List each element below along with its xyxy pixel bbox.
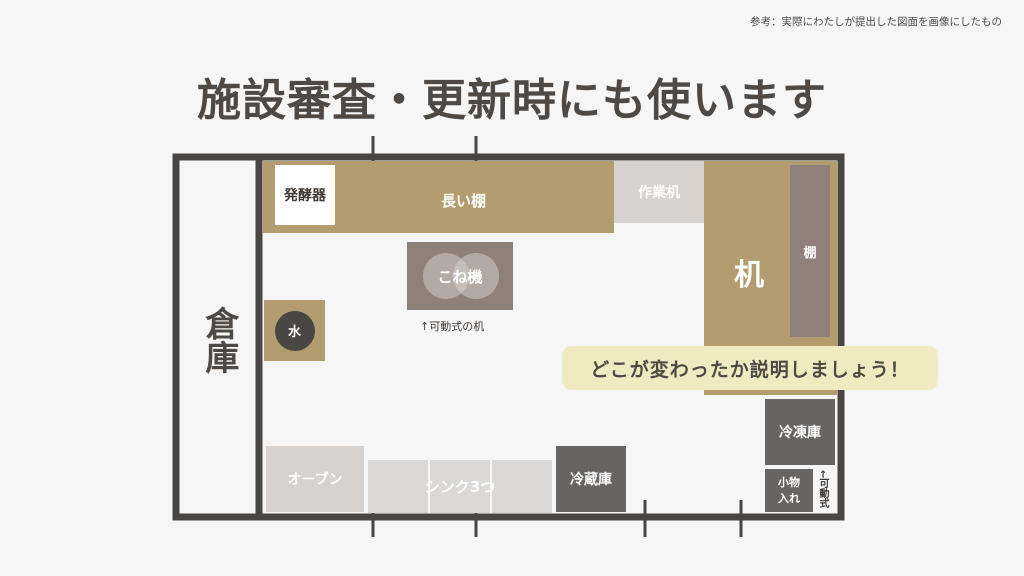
- desk-label: 机: [734, 258, 764, 293]
- oven: オーブン: [266, 446, 364, 512]
- mixer: こね機: [407, 242, 513, 310]
- movable-desk-note: ↑可動式の机: [420, 320, 485, 333]
- small-items-box: 小物入れ: [765, 469, 813, 512]
- storage-label: 倉庫: [198, 306, 239, 374]
- small-items-label: 小物入れ: [778, 476, 800, 505]
- water-basin: 水: [274, 310, 315, 351]
- sink-3: [492, 460, 552, 513]
- work-desk: 作業机: [614, 161, 704, 223]
- mixer-bowl-left: [423, 253, 469, 299]
- page-title: 施設審査・更新時にも使います: [197, 75, 827, 126]
- fermenter-label: 発酵器: [284, 188, 326, 204]
- work-desk-label: 作業机: [638, 185, 680, 201]
- oven-label: オーブン: [287, 472, 343, 488]
- sink-1: [368, 460, 428, 513]
- freezer-label: 冷凍庫: [779, 425, 821, 441]
- sink-2: [430, 460, 490, 513]
- callout-bubble: どこが変わったか説明しましょう！: [562, 346, 938, 390]
- water-label: 水: [287, 325, 301, 340]
- fridge: 冷蔵庫: [556, 446, 626, 512]
- fermenter: 発酵器: [275, 165, 335, 225]
- shelf-label: 棚: [803, 245, 817, 261]
- long-shelf-label: 長い棚: [440, 191, 486, 210]
- callout-text: どこが変わったか説明しましょう！: [590, 358, 910, 381]
- movable-side-note: ←可動式: [817, 470, 828, 509]
- fridge-label: 冷蔵庫: [570, 472, 612, 488]
- water-station: 水: [264, 300, 325, 361]
- sink-label: シンク3つ: [424, 478, 496, 496]
- freezer: 冷凍庫: [765, 399, 835, 465]
- mixer-bowl-right: [453, 253, 499, 299]
- storage-room-label: 倉庫: [180, 300, 256, 380]
- reference-note: 参考：実際にわたしが提出した図面を画像にしたもの: [750, 16, 1002, 28]
- mixer-label: こね機: [437, 267, 483, 286]
- shelf: 棚: [790, 165, 830, 337]
- sink-label-wrap: シンク3つ: [368, 460, 552, 513]
